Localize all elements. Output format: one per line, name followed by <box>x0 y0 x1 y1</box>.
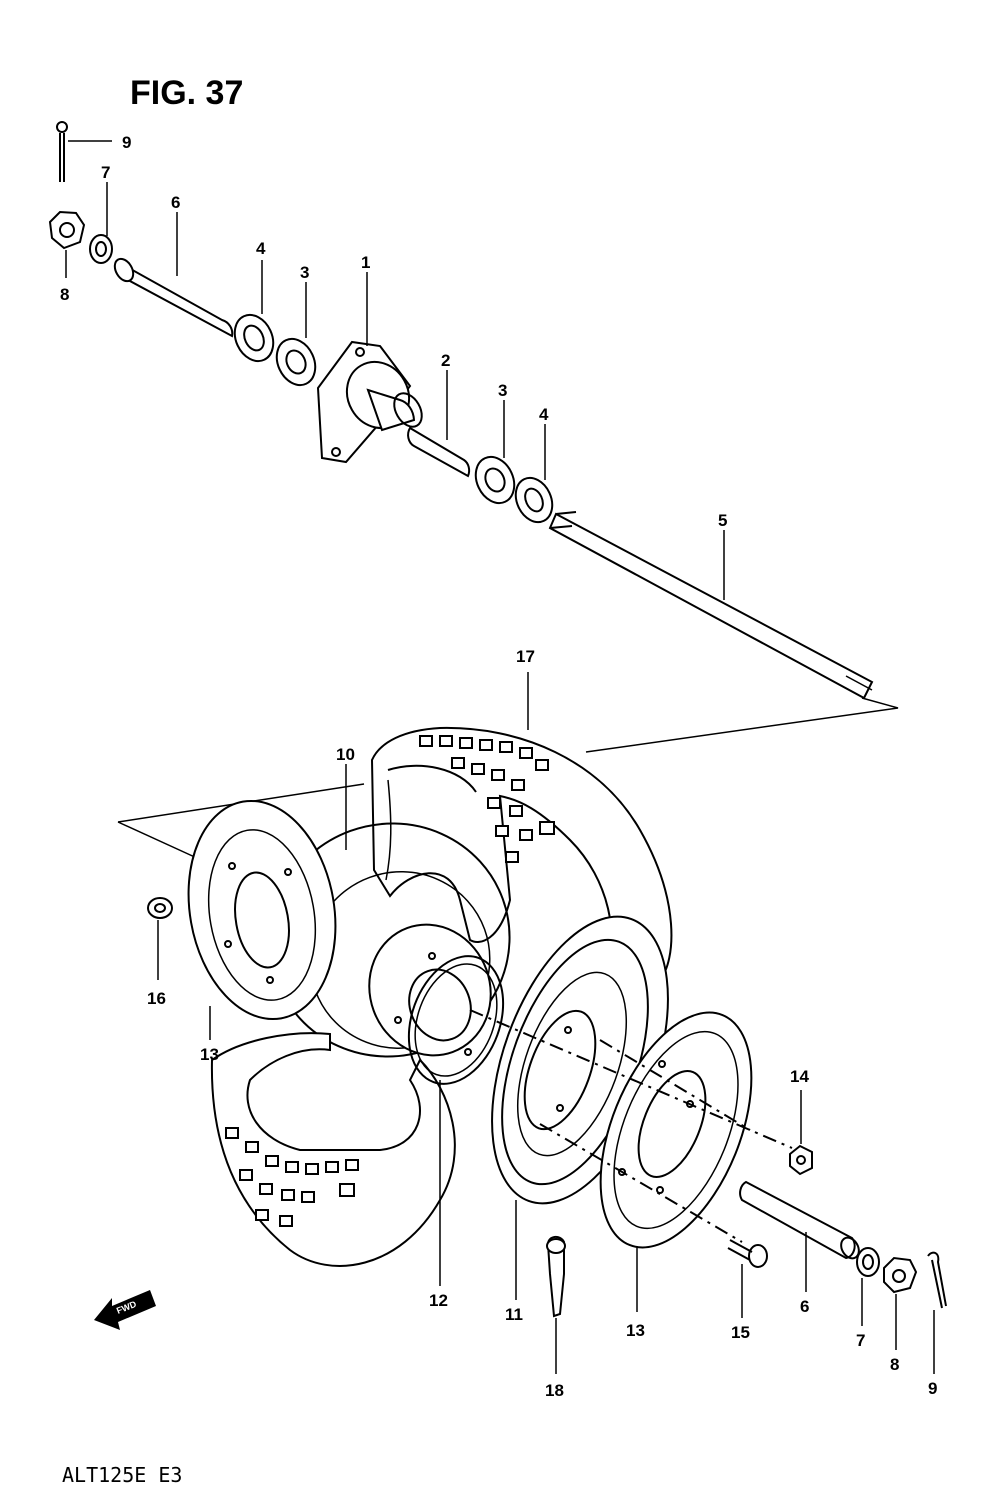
tire-tread-lower <box>225 1127 359 1227</box>
lug-nut <box>789 1090 813 1176</box>
callout-14: 14 <box>790 1067 809 1086</box>
wheel-hub <box>316 272 423 464</box>
callout-2: 2 <box>441 351 450 370</box>
oil-seal-top <box>233 260 275 363</box>
tire-valve <box>546 1236 566 1374</box>
callout-9-top: 9 <box>122 133 131 152</box>
stud-axis-3 <box>599 1039 751 1131</box>
callout-3-lower: 3 <box>498 381 507 400</box>
callout-1: 1 <box>361 253 370 272</box>
callout-4-top: 4 <box>256 239 266 258</box>
callout-16: 16 <box>147 989 166 1008</box>
callout-7-lower: 7 <box>856 1331 865 1350</box>
castle-nut-lower <box>883 1256 918 1350</box>
o-ring <box>407 955 505 1286</box>
callout-13-right: 13 <box>626 1321 645 1340</box>
callout-12: 12 <box>429 1291 448 1310</box>
spacer-tube-lower <box>739 1180 860 1292</box>
disc-plate-left <box>187 799 337 1040</box>
tire-lower <box>210 1032 456 1267</box>
hub-nut-left <box>147 897 173 980</box>
disc-plate-right <box>599 1011 753 1312</box>
callout-3-top: 3 <box>300 263 309 282</box>
callout-15: 15 <box>731 1323 750 1342</box>
tire-tread-upper <box>419 735 555 863</box>
callout-13-left: 13 <box>200 1045 219 1064</box>
callout-9-lower: 9 <box>928 1379 937 1398</box>
callout-17: 17 <box>516 647 535 666</box>
callout-7-top: 7 <box>101 163 110 182</box>
spacer-tube-top <box>113 212 234 338</box>
cotter-pin-top <box>56 121 112 182</box>
stud-axis-1 <box>469 1009 793 1149</box>
washer-lower <box>856 1247 880 1326</box>
callout-8-lower: 8 <box>890 1355 899 1374</box>
rear-axle <box>548 511 874 700</box>
callout-10: 10 <box>336 745 355 764</box>
cotter-pin-lower <box>927 1251 947 1374</box>
fwd-arrow-icon: FWD <box>94 1290 156 1330</box>
callout-8-top: 8 <box>60 285 69 304</box>
callout-4-lower: 4 <box>539 405 549 424</box>
callout-6-top: 6 <box>171 193 180 212</box>
callout-18: 18 <box>545 1381 564 1400</box>
hub-spacer <box>407 370 471 478</box>
bearing-lower <box>474 400 516 505</box>
stud-axis-2 <box>539 1123 743 1243</box>
bearing-top <box>275 282 317 387</box>
model-code: ALT125E E3 <box>62 1463 182 1487</box>
oil-seal-lower <box>514 424 554 524</box>
callout-11: 11 <box>505 1305 523 1324</box>
axis-line-upper <box>585 697 899 753</box>
castle-nut-top <box>48 210 86 278</box>
stud-bolt <box>727 1239 768 1318</box>
figure-title: FIG. 37 <box>130 74 243 112</box>
callout-6-lower: 6 <box>800 1297 809 1316</box>
washer-top <box>89 182 113 264</box>
callout-5: 5 <box>718 511 727 530</box>
